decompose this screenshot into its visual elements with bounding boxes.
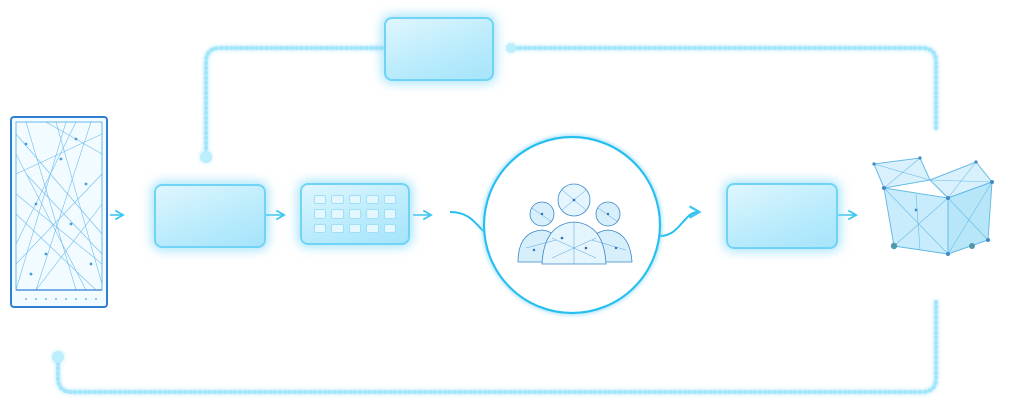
phone-mesh-icon <box>10 116 108 308</box>
people-group-icon <box>517 183 633 265</box>
top-feedback-box <box>384 17 494 81</box>
process-box-1 <box>154 184 266 248</box>
open-box-mesh-icon <box>872 156 994 256</box>
grid-panel-icon <box>300 183 410 245</box>
top-feedback-loop <box>200 43 938 163</box>
bottom-feedback-loop <box>52 300 938 394</box>
process-box-3 <box>726 183 838 249</box>
